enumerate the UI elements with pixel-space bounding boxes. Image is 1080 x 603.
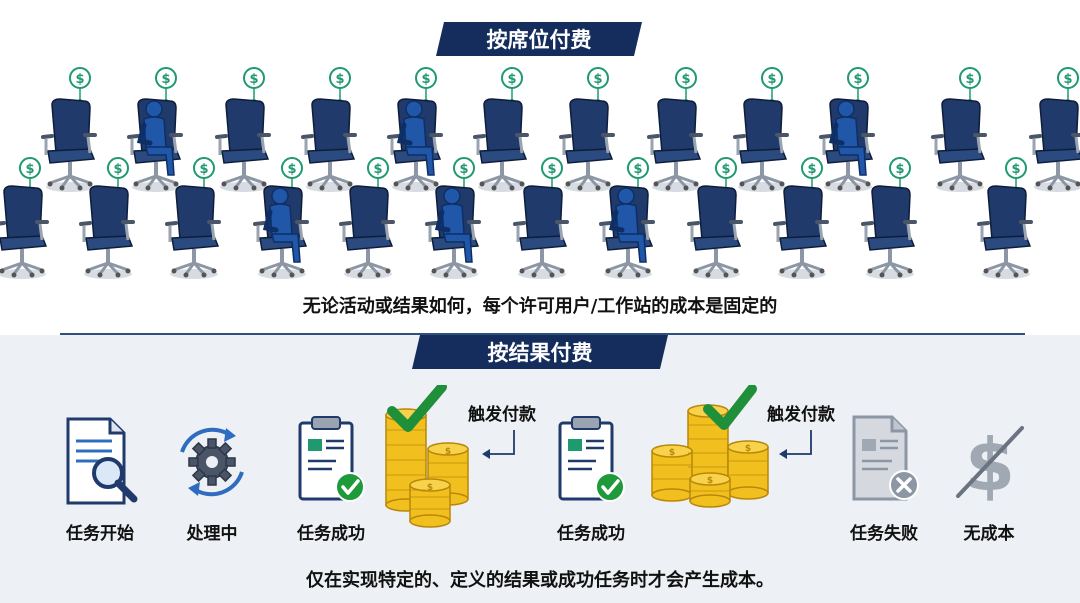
per-seat-caption: 无论活动或结果如何，每个许可用户/工作站的成本是固定的 bbox=[302, 296, 778, 317]
dollar-tag-icon bbox=[1057, 67, 1079, 104]
chair-icon bbox=[41, 97, 97, 194]
gear-cycle-icon bbox=[180, 427, 244, 497]
chair-icon bbox=[931, 97, 987, 194]
chair-icon bbox=[1029, 97, 1080, 194]
trigger-payment-label: 触发付款 bbox=[468, 405, 536, 425]
chair-icon bbox=[165, 184, 221, 281]
per-seat-title: 按席位付费 bbox=[436, 22, 642, 56]
chair-icon bbox=[977, 184, 1033, 281]
arrow-left-icon bbox=[482, 430, 515, 459]
svg-text:$: $ bbox=[965, 423, 1015, 507]
trigger-payment-label: 触发付款 bbox=[767, 405, 835, 425]
section-divider bbox=[60, 333, 1025, 335]
dollar-tag-icon bbox=[415, 67, 437, 104]
per-outcome-caption: 仅在实现特定的、定义的结果或成功任务时才会产生成本。 bbox=[306, 570, 774, 591]
chair-icon bbox=[215, 97, 271, 194]
per-outcome-title: 按结果付费 bbox=[412, 335, 668, 369]
seat-grid: $ bbox=[0, 67, 1080, 281]
arrow-left-icon bbox=[779, 430, 812, 459]
dollar-tag-icon bbox=[847, 67, 869, 104]
svg-text:$: $ bbox=[445, 447, 451, 457]
chair-icon bbox=[773, 184, 829, 281]
crossed-dollar-icon: $ bbox=[956, 423, 1024, 507]
dollar-tag-icon bbox=[761, 67, 783, 104]
dollar-tag-icon bbox=[155, 67, 177, 104]
svg-text:$: $ bbox=[427, 483, 433, 493]
coin-stack-check-icon: $ $ bbox=[385, 385, 469, 528]
svg-text:$: $ bbox=[707, 476, 713, 486]
chair-icon bbox=[339, 184, 395, 281]
dollar-tag-icon bbox=[501, 67, 523, 104]
dollar-tag-icon bbox=[675, 67, 697, 104]
dollar-tag-icon bbox=[959, 67, 981, 104]
step-label: 任务失败 bbox=[850, 524, 918, 544]
chair-icon bbox=[861, 184, 917, 281]
step-label: 处理中 bbox=[186, 524, 238, 544]
svg-text:$: $ bbox=[745, 444, 751, 454]
clipboard-check-icon bbox=[298, 416, 365, 502]
step-label: 无成本 bbox=[963, 524, 1015, 544]
document-fail-icon bbox=[852, 415, 919, 501]
chair-icon bbox=[79, 184, 135, 281]
dollar-tag-icon bbox=[329, 67, 351, 104]
step-label: 任务开始 bbox=[66, 524, 134, 544]
document-search-icon bbox=[66, 417, 138, 505]
dollar-tag-icon bbox=[243, 67, 265, 104]
svg-text:$: $ bbox=[669, 448, 675, 458]
chair-icon bbox=[559, 97, 615, 194]
chair-icon bbox=[647, 97, 703, 194]
dollar-tag-icon bbox=[69, 67, 91, 104]
chair-icon bbox=[733, 97, 789, 194]
chair-icon bbox=[0, 184, 49, 281]
dollar-tag-icon bbox=[587, 67, 609, 104]
coin-stack-check-icon: $ $ $ bbox=[651, 385, 769, 508]
chair-icon bbox=[687, 184, 743, 281]
clipboard-check-icon bbox=[558, 416, 625, 502]
chair-icon bbox=[513, 184, 569, 281]
step-label: 任务成功 bbox=[557, 524, 625, 544]
step-label: 任务成功 bbox=[297, 524, 365, 544]
chair-icon bbox=[473, 97, 529, 194]
chair-icon bbox=[301, 97, 357, 194]
